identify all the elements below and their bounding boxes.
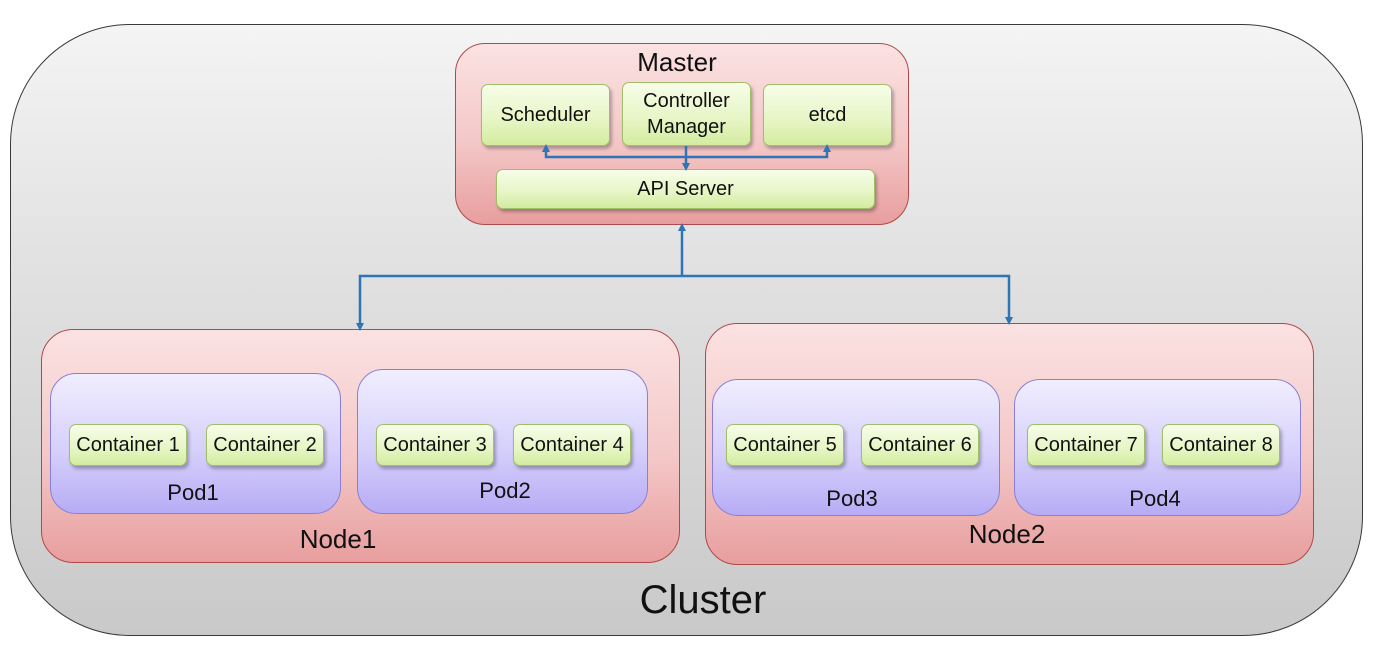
pod4-label: Pod4 bbox=[1129, 486, 1181, 511]
container-5-box: Container 5 bbox=[726, 424, 844, 466]
container-1-label: Container 1 bbox=[76, 434, 180, 456]
container-8-label: Container 8 bbox=[1169, 434, 1273, 456]
container-6-box: Container 6 bbox=[861, 424, 979, 466]
scheduler-label: Scheduler bbox=[500, 104, 591, 126]
scheduler-connector bbox=[542, 144, 686, 159]
pod3-label: Pod3 bbox=[826, 486, 878, 511]
master-label: Master bbox=[637, 47, 717, 77]
node2-link-arrow bbox=[682, 274, 1013, 325]
container-3-box: Container 3 bbox=[376, 424, 494, 466]
container-6-label: Container 6 bbox=[868, 434, 972, 456]
container-7-box: Container 7 bbox=[1027, 424, 1145, 466]
etcd-label: etcd bbox=[808, 104, 847, 126]
pod2-label: Pod2 bbox=[479, 478, 531, 503]
node2-label: Node2 bbox=[968, 519, 1046, 549]
controller-manager-box: Controller Manager bbox=[622, 82, 751, 146]
container-4-label: Container 4 bbox=[520, 434, 624, 456]
container-7-label: Container 7 bbox=[1034, 434, 1138, 456]
node1-label: Node1 bbox=[299, 524, 377, 554]
api-server-label: API Server bbox=[637, 178, 734, 200]
container-4-box: Container 4 bbox=[513, 424, 631, 466]
container-8-box: Container 8 bbox=[1162, 424, 1280, 466]
container-5-label: Container 5 bbox=[733, 434, 837, 456]
container-2-label: Container 2 bbox=[213, 434, 317, 456]
cluster-label: Cluster bbox=[639, 578, 767, 622]
api-server-box: API Server bbox=[496, 169, 875, 209]
container-2-box: Container 2 bbox=[206, 424, 324, 466]
pod1-label: Pod1 bbox=[167, 480, 219, 505]
container-1-box: Container 1 bbox=[69, 424, 187, 466]
etcd-box: etcd bbox=[763, 84, 892, 146]
container-3-label: Container 3 bbox=[383, 434, 487, 456]
etcd-connector bbox=[686, 144, 831, 159]
controller-manager-label: Controller Manager bbox=[643, 90, 730, 138]
scheduler-box: Scheduler bbox=[481, 84, 610, 146]
node1-link-arrow bbox=[356, 274, 682, 331]
